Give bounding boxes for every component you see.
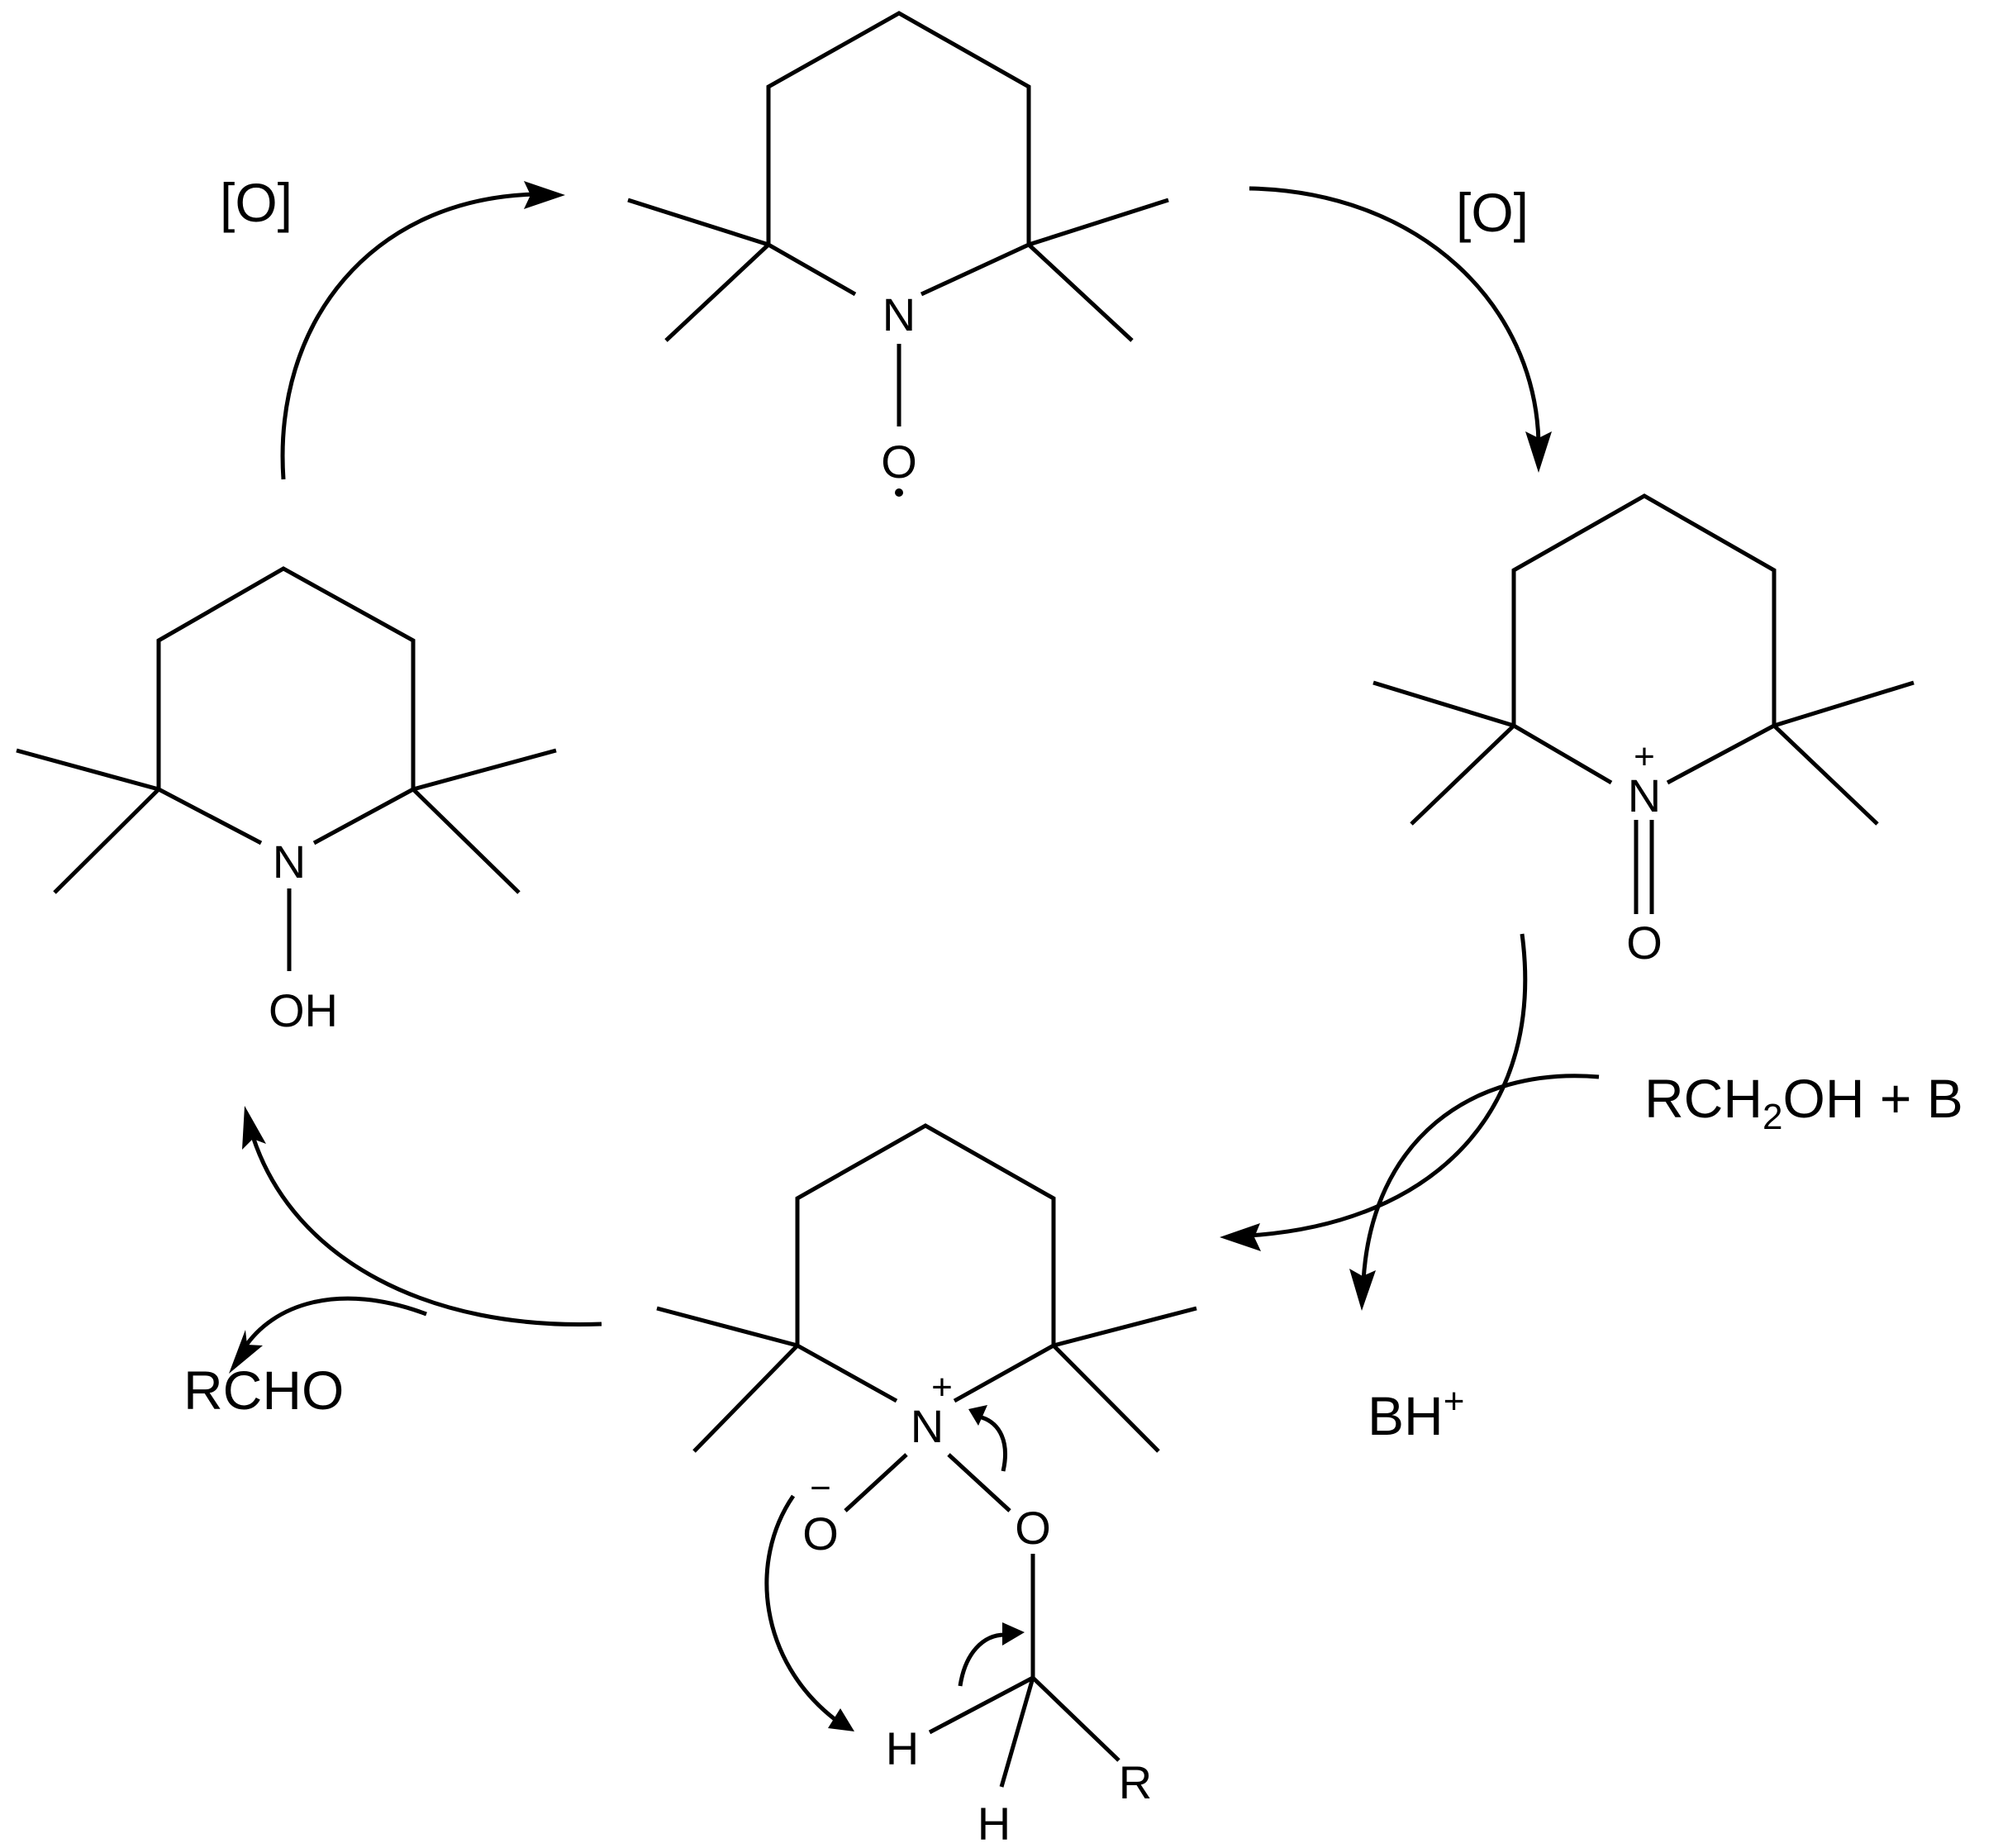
nitrogen-atom: N xyxy=(882,288,916,341)
n-o-minus-bond xyxy=(844,1453,908,1512)
arrowhead xyxy=(1525,431,1552,473)
product-branch-arrow xyxy=(241,1296,427,1350)
methyl-bond xyxy=(16,748,159,792)
hydrogen-atom: H xyxy=(886,1722,919,1774)
hydroxylamine-structure: N OH xyxy=(16,566,557,1036)
alcohol-and-base-label: RCH2OH + B xyxy=(1644,1068,1963,1137)
reagent-labels: [O] [O] RCH2OH + B BH+ RCHO xyxy=(183,172,1963,1446)
r-group: R xyxy=(1119,1756,1152,1808)
methyl-bond xyxy=(1773,680,1915,728)
arrowhead xyxy=(968,1405,987,1426)
hydroxyl-group: OH xyxy=(269,984,338,1036)
oxoammonium-structure: N + O xyxy=(1372,493,1915,969)
c-h-bond xyxy=(928,1675,1035,1735)
positive-charge: + xyxy=(931,1367,953,1407)
intermediate-ring-bonds xyxy=(795,1123,1056,1403)
oxidation-arrow xyxy=(280,192,536,480)
methyl-bond xyxy=(1028,198,1169,247)
methyl-bond xyxy=(1052,1344,1160,1453)
negative-charge: − xyxy=(810,1468,831,1508)
n-o-bond xyxy=(947,1453,1011,1512)
methyl-bond xyxy=(1772,724,1879,826)
arrowhead xyxy=(524,181,565,209)
protonated-base-label: BH+ xyxy=(1368,1381,1464,1446)
base-charge: + xyxy=(1444,1381,1465,1422)
electron-push-arrow xyxy=(981,1415,1007,1472)
nitrogen-atom: N xyxy=(1628,769,1661,822)
reagent-branch-arrow xyxy=(1361,1074,1600,1282)
methyl-bond xyxy=(664,243,770,342)
radical-dot xyxy=(895,488,903,497)
c-r-bond xyxy=(1031,1676,1120,1762)
arrowhead xyxy=(1220,1223,1261,1251)
arrowhead xyxy=(1349,1269,1376,1311)
positive-charge: + xyxy=(1634,736,1655,777)
methyl-bond xyxy=(412,748,557,792)
aldehyde-product-label: RCHO xyxy=(183,1360,344,1421)
cycle-arrows xyxy=(229,181,1600,1374)
oxygen-atom: O xyxy=(802,1507,839,1560)
arrowhead xyxy=(229,1330,263,1374)
methyl-bond xyxy=(1372,680,1515,728)
methyl-bond xyxy=(1410,724,1515,826)
tempo-ring-bonds xyxy=(766,11,1031,297)
methyl-bond xyxy=(1053,1306,1197,1348)
methyl-bond xyxy=(1027,243,1134,342)
methyl-bond xyxy=(627,198,769,247)
alkoxy-intermediate-structure: N + O − O H H R xyxy=(656,1123,1197,1848)
base-symbol: BH xyxy=(1368,1385,1444,1446)
nitrogen-atom: N xyxy=(911,1400,944,1452)
arrowhead xyxy=(242,1106,266,1150)
tempo-radical-structure: N O xyxy=(627,11,1169,497)
hydroxylamine-ring-bonds xyxy=(156,566,416,845)
oxygen-atom: O xyxy=(1015,1502,1051,1554)
arrowhead xyxy=(1002,1622,1025,1646)
reaction-arrow xyxy=(1249,933,1528,1238)
methyl-bond xyxy=(692,1344,799,1453)
alcohol-prefix: RCH xyxy=(1644,1068,1763,1129)
alcohol-subscript: 2 xyxy=(1763,1097,1782,1137)
oxidant-label-right: [O] xyxy=(1456,182,1529,243)
methyl-bond xyxy=(53,788,160,894)
arrowhead xyxy=(828,1708,854,1731)
alcohol-suffix: OH + B xyxy=(1782,1068,1962,1129)
oxidation-arrow xyxy=(1249,186,1541,443)
nitrogen-atom: N xyxy=(273,836,306,888)
oxygen-atom: O xyxy=(881,436,917,488)
electron-push-arrow xyxy=(958,1632,1006,1687)
reaction-arrow xyxy=(250,1136,602,1327)
electron-push-arrow xyxy=(764,1494,836,1721)
c-h-bond xyxy=(999,1677,1035,1788)
methyl-bond xyxy=(656,1306,798,1348)
hydrogen-atom: H xyxy=(978,1798,1011,1848)
oxygen-atom: O xyxy=(1626,917,1663,969)
methyl-bond xyxy=(411,788,521,894)
oxidant-label-left: [O] xyxy=(220,172,293,233)
